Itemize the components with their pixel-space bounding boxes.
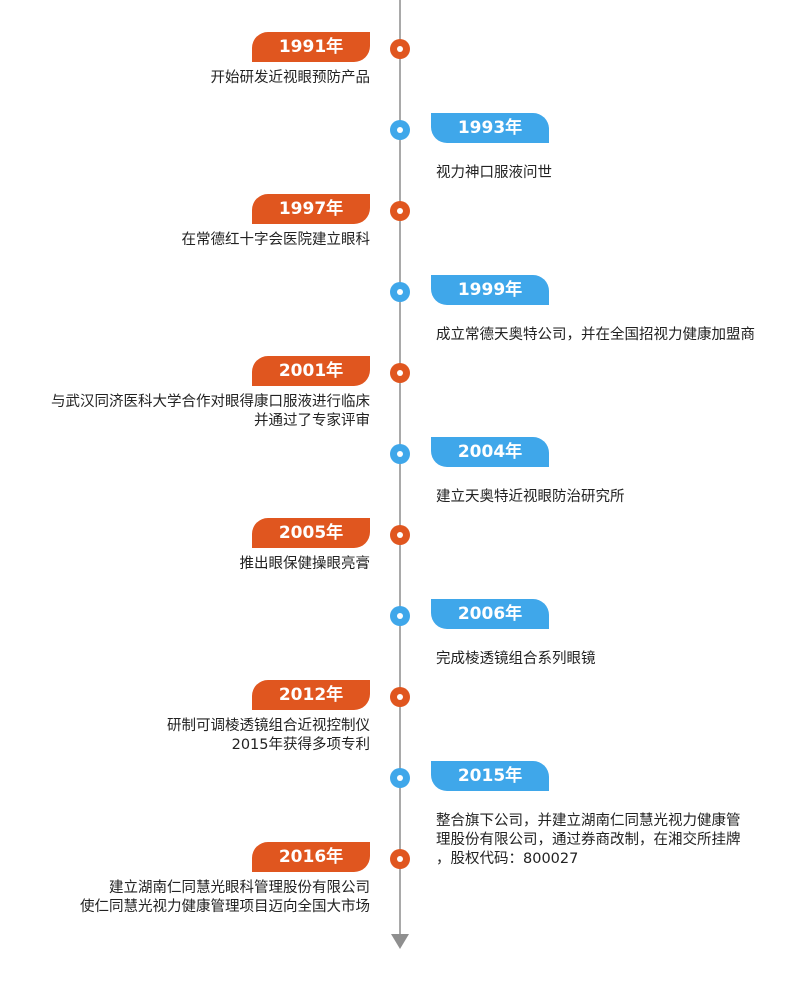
year-badge: 2005年 [252, 518, 370, 548]
timeline-node [390, 39, 410, 59]
event-description-line: 视力神口服液问世 [436, 165, 552, 181]
event-description: 建立天奥特近视眼防治研究所 [436, 488, 791, 507]
event-description-line: 研制可调棱透镜组合近视控制仪 [167, 718, 370, 734]
event-description: 研制可调棱透镜组合近视控制仪 2015年获得多项专利 [167, 717, 370, 755]
event-description: 推出眼保健操眼亮膏 [240, 555, 371, 574]
arrow-down-icon [391, 934, 409, 949]
timeline-node [390, 849, 410, 869]
year-badge: 1993年 [431, 113, 549, 143]
year-badge: 2016年 [252, 842, 370, 872]
year-badge: 2015年 [431, 761, 549, 791]
event-description: 整合旗下公司，并建立湖南仁同慧光视力健康管理股份有限公司，通过券商改制，在湘交所… [436, 812, 791, 869]
event-description: 建立湖南仁同慧光眼科管理股份有限公司使仁同慧光视力健康管理项目迈向全国大市场 [80, 879, 370, 917]
event-description-line: 理股份有限公司，通过券商改制，在湘交所挂牌 [436, 832, 741, 848]
event-description-line: 成立常德天奥特公司，并在全国招视力健康加盟商 [436, 327, 755, 343]
year-badge: 2006年 [431, 599, 549, 629]
event-description: 在常德红十字会医院建立眼科 [182, 231, 371, 250]
timeline-node [390, 201, 410, 221]
timeline-axis-line [399, 0, 401, 938]
year-badge: 1999年 [431, 275, 549, 305]
timeline-node [390, 525, 410, 545]
event-description: 完成棱透镜组合系列眼镜 [436, 650, 791, 669]
event-description: 视力神口服液问世 [436, 164, 791, 183]
timeline-node [390, 363, 410, 383]
event-description: 与武汉同济医科大学合作对眼得康口服液进行临床并通过了专家评审 [51, 393, 370, 431]
event-description-line: ，股权代码：800027 [436, 851, 579, 867]
timeline-node [390, 606, 410, 626]
event-description-line: 并通过了专家评审 [254, 413, 370, 429]
year-badge: 2004年 [431, 437, 549, 467]
timeline-node [390, 768, 410, 788]
event-description-line: 在常德红十字会医院建立眼科 [181, 232, 371, 248]
event-description: 开始研发近视眼预防产品 [211, 69, 371, 88]
event-description-line: 整合旗下公司，并建立湖南仁同慧光视力健康管 [436, 813, 741, 829]
timeline-node [390, 444, 410, 464]
event-description-line: 与武汉同济医科大学合作对眼得康口服液进行临床 [51, 394, 370, 410]
event-description-line: 使仁同慧光视力健康管理项目迈向全国大市场 [80, 899, 370, 915]
event-description-line: 推出眼保健操眼亮膏 [239, 556, 371, 572]
timeline-node [390, 282, 410, 302]
timeline-node [390, 120, 410, 140]
timeline-node [390, 687, 410, 707]
event-description-line: 建立湖南仁同慧光眼科管理股份有限公司 [109, 880, 370, 896]
event-description-line: 完成棱透镜组合系列眼镜 [436, 651, 596, 667]
year-badge: 1997年 [252, 194, 370, 224]
year-badge: 1991年 [252, 32, 370, 62]
event-description-line: 2015年获得多项专利 [231, 737, 370, 753]
year-badge: 2012年 [252, 680, 370, 710]
event-description-line: 建立天奥特近视眼防治研究所 [436, 489, 625, 505]
event-description: 成立常德天奥特公司，并在全国招视力健康加盟商 [436, 326, 791, 345]
year-badge: 2001年 [252, 356, 370, 386]
event-description-line: 开始研发近视眼预防产品 [210, 70, 371, 86]
